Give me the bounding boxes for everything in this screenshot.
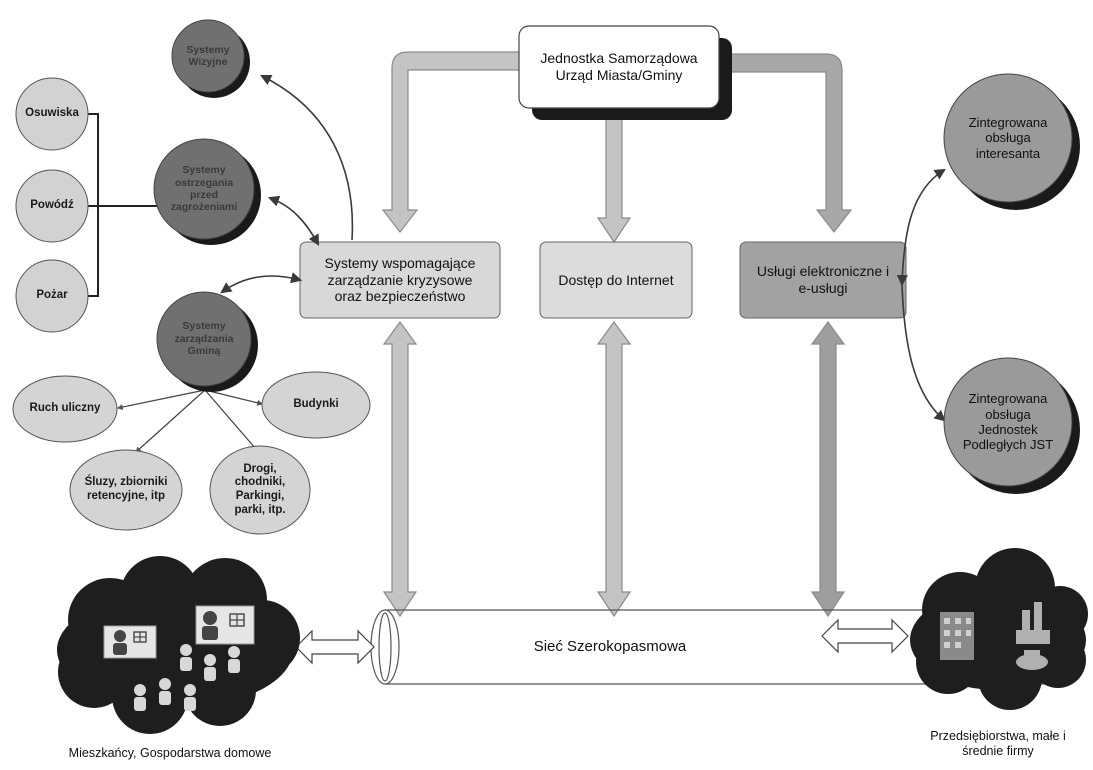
middle-boxes <box>299 241 907 319</box>
link-crisis-management <box>220 272 303 294</box>
factory-icon <box>1016 602 1050 670</box>
services-box <box>739 241 907 319</box>
top-box <box>518 25 732 120</box>
landslide-node <box>15 77 89 151</box>
vision-node <box>171 19 245 93</box>
warning-node <box>153 138 255 240</box>
arrow-network-business <box>821 618 909 654</box>
management-links <box>116 389 264 457</box>
right-nodes <box>943 73 1080 494</box>
internet-box <box>539 241 693 319</box>
arrow-residents-network <box>295 629 375 665</box>
asset-nodes <box>12 371 371 535</box>
pipe-right <box>725 53 853 233</box>
pipe-center <box>596 111 632 244</box>
arrow-services-network <box>810 320 846 618</box>
horizontal-arrows <box>295 618 909 665</box>
dark-nodes <box>153 19 261 392</box>
link-crisis-vision <box>259 74 354 241</box>
flood-node <box>15 169 89 243</box>
sluices-node <box>69 449 183 531</box>
fire-node <box>15 259 89 333</box>
people-icons <box>134 644 240 711</box>
link-crisis-warning <box>267 195 320 246</box>
traffic-node <box>12 375 118 443</box>
customer-node <box>943 73 1073 203</box>
roads-node <box>209 445 311 535</box>
units-node <box>943 357 1073 487</box>
top-pipes <box>381 51 853 244</box>
curved-links <box>220 74 946 422</box>
residents-cloud <box>57 556 300 734</box>
hazard-nodes <box>15 77 89 333</box>
screen-icon <box>103 605 255 659</box>
crisis-box <box>299 241 501 319</box>
hazard-connector <box>80 113 160 297</box>
pipe-left <box>381 51 523 233</box>
vertical-arrows <box>382 320 846 618</box>
management-node <box>156 291 252 387</box>
arrow-crisis-network <box>382 320 418 618</box>
buildings-node <box>261 371 371 439</box>
link-services-customer <box>896 168 946 287</box>
business-cloud <box>910 548 1088 710</box>
arrow-internet-network <box>596 320 632 618</box>
link-services-units <box>901 283 946 422</box>
